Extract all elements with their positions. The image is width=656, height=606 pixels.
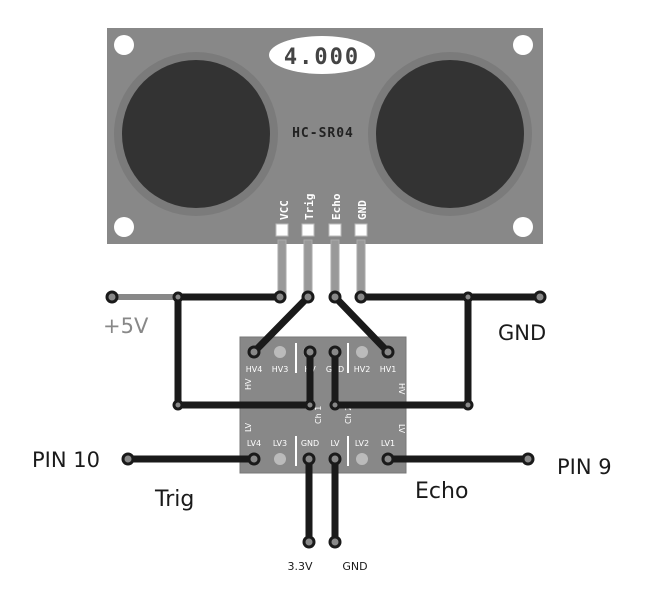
end-3v3: [302, 535, 316, 549]
mount-hole-bl: [114, 217, 134, 237]
end-lv-gnd: [302, 452, 316, 466]
mount-hole-br: [513, 217, 533, 237]
display-value: 4.000: [284, 45, 360, 70]
label-lv1: LV1: [381, 439, 395, 448]
end-lv: [328, 452, 342, 466]
mount-hole-tr: [513, 35, 533, 55]
header-pin-trig: [303, 239, 313, 297]
hole-hv3: [274, 346, 286, 358]
side-label-lv-right: LV: [397, 424, 406, 434]
wire-echo-to-hv1: [331, 293, 392, 356]
end-gnd-right: [533, 290, 547, 304]
side-label-hv-left: HV: [244, 378, 253, 390]
end-lv4: [247, 452, 261, 466]
label-hv3: HV3: [272, 365, 289, 374]
header-pin-vcc: [277, 239, 287, 297]
label-lv3: LV3: [273, 439, 287, 448]
side-label-hv-right: HV: [397, 383, 406, 395]
wire-trig-to-hv4: [250, 293, 312, 356]
label-gnd-bottom: GND: [342, 560, 367, 573]
label-hv1: HV1: [380, 365, 397, 374]
end-gnd-bottom: [328, 535, 342, 549]
label-hv2: HV2: [354, 365, 371, 374]
pin-pad-trig: [301, 223, 315, 237]
end-hvgnd: [328, 345, 342, 359]
end-trig: [301, 290, 315, 304]
label-3v3: 3.3V: [287, 560, 312, 573]
hole-hv2: [356, 346, 368, 358]
label-hv4: HV4: [246, 365, 263, 374]
label-lv2: LV2: [355, 439, 369, 448]
hc-sr04-sensor: 4.000 HC-SR04 VCC Trig Echo GND: [107, 28, 543, 244]
wire-endpoints: [105, 290, 547, 549]
corner-gnd: [462, 399, 474, 411]
label-pin9: PIN 9: [557, 455, 612, 479]
junction-hvgnd: [329, 399, 341, 411]
hole-lv2: [356, 453, 368, 465]
display-window: [269, 36, 375, 74]
label-lv4: LV4: [247, 439, 261, 448]
pin-label-vcc: VCC: [278, 200, 291, 220]
transducer-right: [376, 60, 524, 208]
label-trig: Trig: [154, 487, 194, 512]
label-pin10: PIN 10: [32, 448, 100, 472]
label-lv-gnd: GND: [301, 439, 319, 448]
channel-label-1: Ch 1: [314, 406, 323, 424]
junction-hv: [304, 399, 316, 411]
end-lv1: [381, 452, 395, 466]
transducer-left: [122, 60, 270, 208]
sensor-header-pins: [277, 239, 366, 297]
pin-pad-echo: [328, 223, 342, 237]
label-gnd-right: GND: [498, 321, 546, 345]
mount-hole-tl: [114, 35, 134, 55]
channel-label-2: Ch 2: [344, 406, 353, 424]
pin-pad-vcc: [275, 223, 289, 237]
end-vcc: [273, 290, 287, 304]
end-echo: [328, 290, 342, 304]
end-hv: [303, 345, 317, 359]
corner-5v: [172, 399, 184, 411]
junction-5v: [172, 291, 184, 303]
label-lv: LV: [330, 439, 340, 448]
label-echo: Echo: [415, 479, 468, 504]
end-hv4: [247, 345, 261, 359]
sensor-model-label: HC-SR04: [292, 126, 354, 141]
end-pin9: [521, 452, 535, 466]
header-pin-gnd: [356, 239, 366, 297]
header-pin-echo: [330, 239, 340, 297]
pin-label-trig: Trig: [303, 194, 316, 221]
label-plus5v: +5V: [103, 314, 149, 338]
end-hv1: [381, 345, 395, 359]
end-gnd: [354, 290, 368, 304]
side-label-lv-left: LV: [244, 422, 253, 432]
pin-pad-gnd: [354, 223, 368, 237]
end-pin10: [121, 452, 135, 466]
pin-label-gnd: GND: [356, 200, 369, 220]
hole-lv3: [274, 453, 286, 465]
junction-gnd: [462, 291, 474, 303]
pin-label-echo: Echo: [330, 193, 343, 220]
end-plus5v: [105, 290, 119, 304]
